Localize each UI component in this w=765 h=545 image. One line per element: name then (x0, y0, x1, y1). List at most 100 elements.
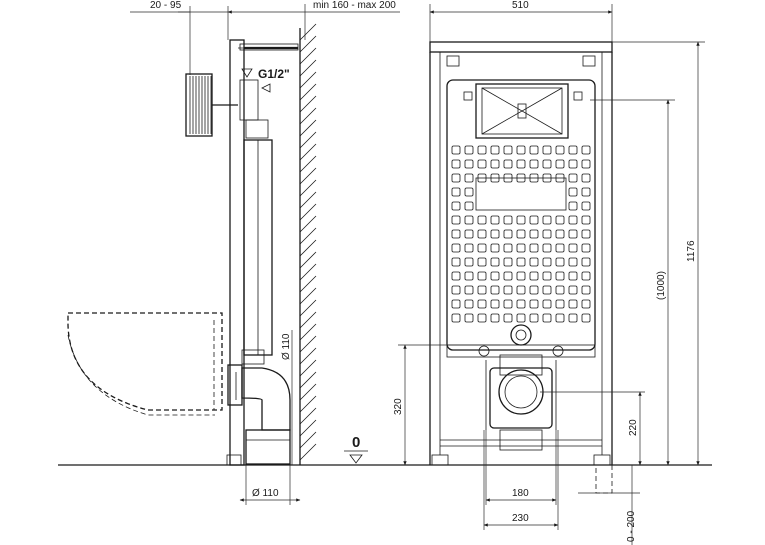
texture-tile (464, 285, 474, 295)
texture-tile (555, 173, 565, 183)
texture-tile (568, 313, 578, 323)
wall-hatch-line (299, 251, 317, 269)
floor-adjust-label: 0 - 200 (626, 510, 637, 542)
texture-tile (490, 243, 500, 253)
texture-tile (542, 271, 552, 281)
wall-hatch-line (299, 191, 317, 209)
texture-tile (568, 257, 578, 267)
texture-tile (464, 229, 474, 239)
texture-tile (516, 313, 526, 323)
texture-tile (568, 243, 578, 253)
texture-tile (503, 243, 513, 253)
side-offset-label: 20 - 95 (150, 0, 182, 11)
texture-tile (451, 187, 461, 197)
texture-tile (477, 145, 487, 155)
texture-tile (581, 173, 591, 183)
pipe-vertical-label: Ø 110 (281, 333, 292, 360)
texture-tile (542, 285, 552, 295)
dimension-side-offset: 20 - 95 (130, 0, 240, 75)
wall-hatch-line (299, 371, 317, 389)
wall-hatch-line (299, 407, 317, 425)
texture-tile (451, 173, 461, 183)
water-inlet-label: G1/2" (258, 67, 290, 81)
texture-tile (464, 187, 474, 197)
drain-connector (446, 324, 596, 451)
wall-hatch-line (299, 59, 317, 77)
texture-tile (555, 285, 565, 295)
texture-tile (555, 159, 565, 169)
texture-tile (542, 159, 552, 169)
texture-tile (451, 229, 461, 239)
texture-tile (529, 285, 539, 295)
texture-tile (464, 145, 474, 155)
texture-tile (451, 243, 461, 253)
texture-tile (581, 215, 591, 225)
wall-hatch-line (299, 215, 317, 233)
flush-opening (463, 83, 583, 139)
dimension-inner-height: (1000) (590, 99, 675, 466)
inner-height-label: (1000) (656, 271, 667, 300)
texture-tile (516, 145, 526, 155)
wall-hatch-line (299, 107, 317, 125)
wall-hatch-line (299, 71, 317, 89)
texture-tile (451, 271, 461, 281)
texture-tile (555, 243, 565, 253)
texture-tile (568, 145, 578, 155)
texture-tile (490, 229, 500, 239)
texture-tile (516, 243, 526, 253)
dimension-flange-height: 320 (393, 344, 500, 466)
texture-tile (555, 229, 565, 239)
texture-tile (477, 271, 487, 281)
texture-tile (529, 229, 539, 239)
wall-hatch-line (299, 167, 317, 185)
texture-tile (568, 215, 578, 225)
wall-hatch-line (299, 83, 317, 101)
flush-plate-bellows (185, 73, 238, 137)
pipe-horizontal-label: Ø 110 (252, 488, 279, 499)
texture-tile (529, 159, 539, 169)
texture-tile (555, 215, 565, 225)
texture-tile (568, 173, 578, 183)
texture-tile (503, 215, 513, 225)
wall-hatch-line (299, 23, 317, 41)
wall-hatch-line (299, 203, 317, 221)
dimension-pipe-horizontal: Ø 110 (239, 465, 301, 505)
dimension-frame-height: 1176 (612, 41, 705, 466)
texture-tile (542, 145, 552, 155)
dimension-pipe-vertical: Ø 110 (281, 330, 293, 465)
wall-hatch-line (299, 239, 317, 257)
wall-hatch-line (299, 383, 317, 401)
texture-tile (555, 299, 565, 309)
texture-tile (477, 285, 487, 295)
texture-tile (581, 159, 591, 169)
frame-height-label: 1176 (686, 240, 697, 262)
texture-tile (464, 159, 474, 169)
texture-tile (581, 299, 591, 309)
texture-tile (581, 285, 591, 295)
texture-tile (568, 187, 578, 197)
texture-tile (464, 215, 474, 225)
texture-tile (477, 299, 487, 309)
water-inlet: G1/2" (241, 67, 290, 93)
texture-tile (451, 257, 461, 267)
texture-tile (464, 299, 474, 309)
texture-tile (503, 159, 513, 169)
floor-level-marker: 0 (344, 434, 368, 464)
texture-tile (542, 243, 552, 253)
texture-tile (490, 159, 500, 169)
texture-tile (555, 145, 565, 155)
texture-tile (451, 215, 461, 225)
frame-side-profile (226, 39, 299, 466)
texture-tile (581, 201, 591, 211)
wall-hatch-line (299, 323, 317, 341)
wall (299, 23, 317, 465)
texture-tile (516, 159, 526, 169)
texture-tile (542, 215, 552, 225)
wall-hatch-line (299, 131, 317, 149)
texture-tile (516, 299, 526, 309)
floor-level-label: 0 (352, 434, 360, 451)
texture-tile (490, 299, 500, 309)
texture-tile (529, 257, 539, 267)
texture-tile (529, 145, 539, 155)
texture-tile (451, 145, 461, 155)
